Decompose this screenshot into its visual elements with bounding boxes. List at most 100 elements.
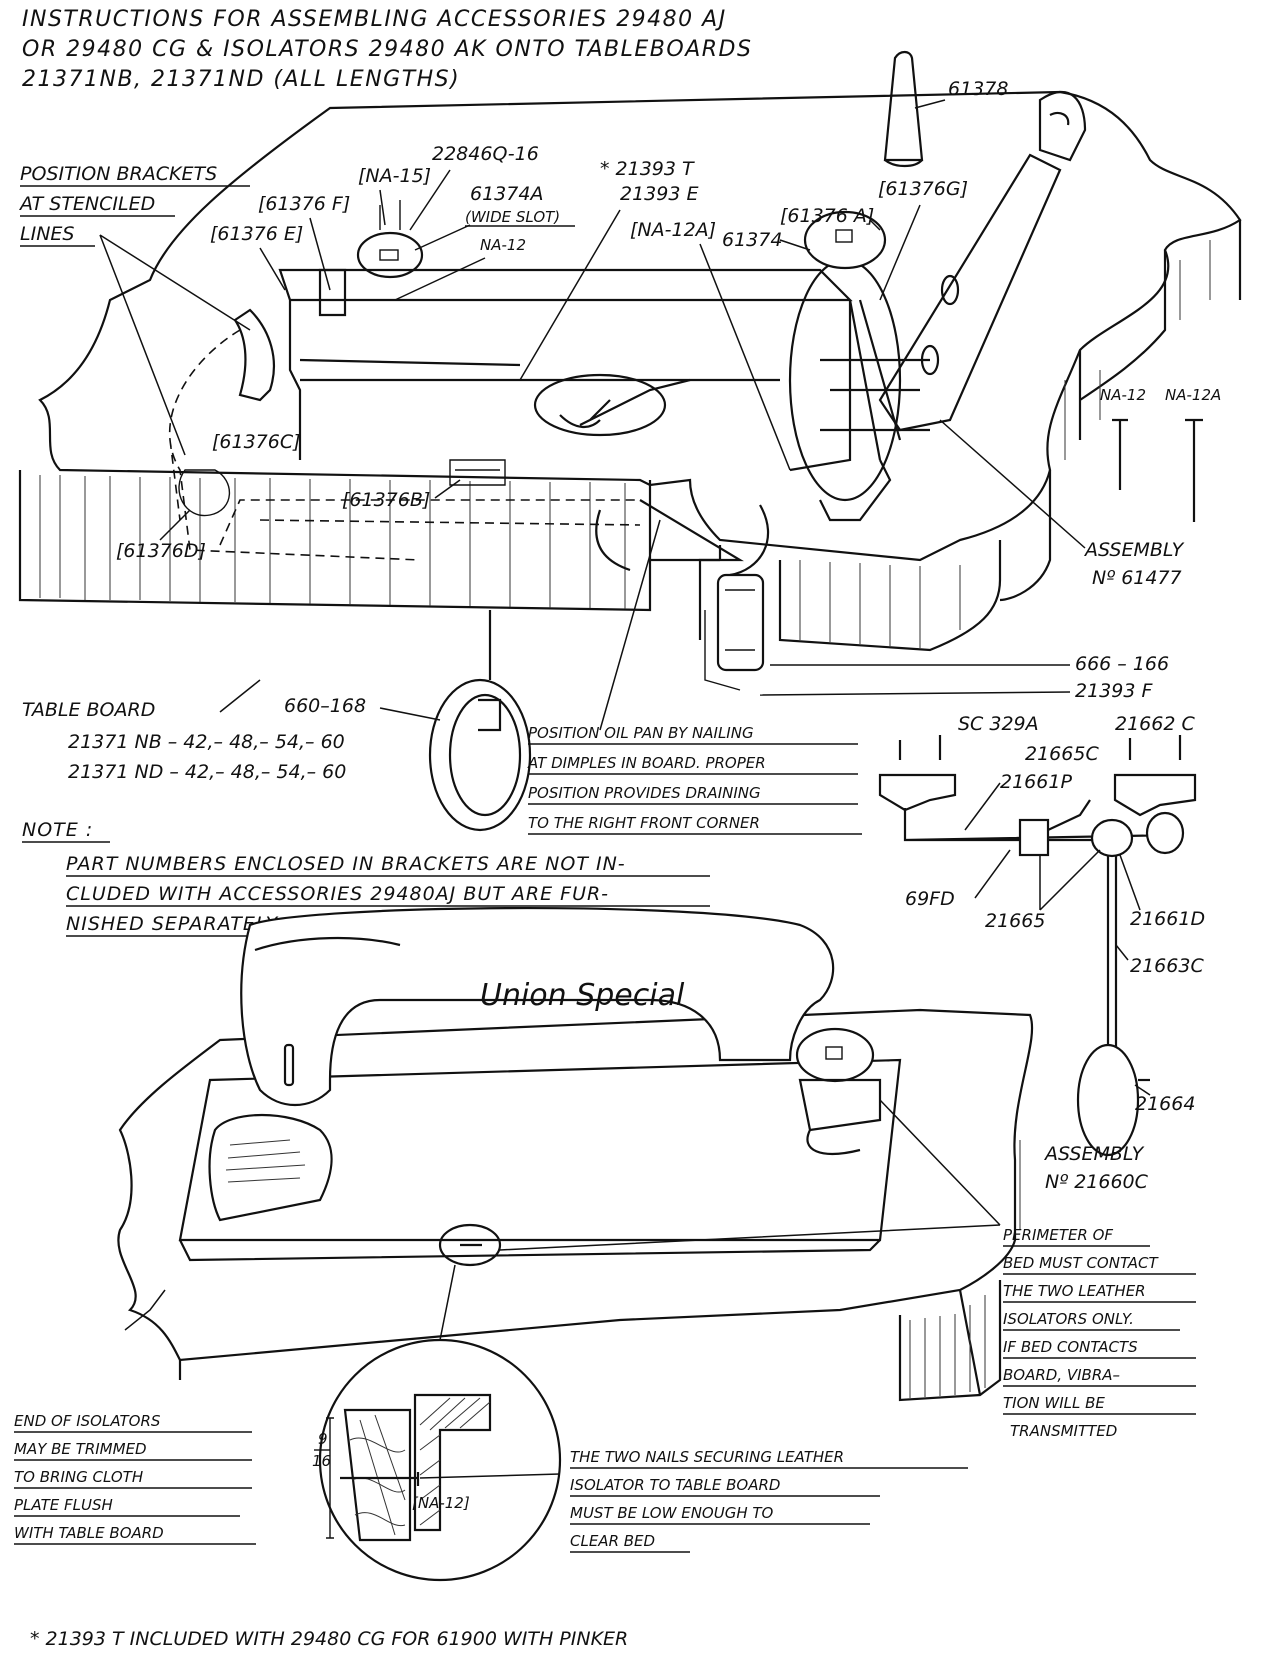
leader-660-168 — [379, 707, 441, 721]
position-brackets-line-2: AT STENCILED — [18, 193, 155, 215]
leader-61376a — [869, 219, 881, 231]
mechanism-screw-1 — [940, 274, 960, 306]
rod-21663c — [1106, 855, 1118, 1060]
knee-pad-outer — [428, 678, 532, 832]
oil-container-21393f — [716, 573, 765, 672]
leader-position-brackets — [99, 234, 251, 456]
leader-oil-pan — [599, 519, 661, 731]
leader-69fd — [974, 849, 1011, 899]
lower-mechanism-body — [798, 1078, 882, 1155]
perimeter-note-line-4: ISOLATORS ONLY. — [1003, 1310, 1134, 1328]
label-61376c: [61376C] — [212, 431, 301, 453]
label-21663c: 21663C — [1130, 955, 1204, 977]
end-note-line-3: TO BRING CLOTH — [14, 1468, 143, 1486]
mechanism-top-disc — [803, 210, 887, 270]
knee-pad-inner — [448, 693, 522, 817]
leader-21663c — [1115, 944, 1129, 961]
nails-note: THE TWO NAILS SECURING LEATHER ISOLATOR … — [570, 1448, 968, 1553]
label-61378: 61378 — [948, 78, 1008, 100]
label-21664: 21664 — [1135, 1093, 1195, 1115]
oil-pan-note-line-3: POSITION PROVIDES DRAINING — [528, 784, 761, 802]
detail-bed-hatch — [419, 1397, 491, 1526]
label-666-166: 666 – 166 — [1075, 653, 1169, 675]
nails-note-line-1: THE TWO NAILS SECURING LEATHER — [570, 1448, 844, 1466]
leader-21664 — [1134, 1084, 1151, 1096]
label-22846q-16: 22846Q-16 — [432, 143, 539, 165]
label-61374: 61374 — [722, 229, 782, 251]
leader-perimeter — [124, 1099, 1001, 1331]
nail-na-12-label: NA-12 — [1100, 386, 1146, 404]
collar-21665 — [1018, 818, 1050, 857]
disc-61374a — [356, 231, 424, 279]
machine-slot — [283, 1043, 295, 1087]
leader-61374 — [779, 239, 811, 251]
end-note-line-1: END OF ISOLATORS — [14, 1412, 161, 1430]
detail-dimension-line — [326, 1417, 334, 1539]
label-21665c: 21665C — [1025, 743, 1099, 765]
label-61376e: [61376 E] — [210, 223, 303, 245]
leader-61376b — [434, 479, 461, 499]
perimeter-note-line-5: IF BED CONTACTS — [1003, 1338, 1138, 1356]
table-board-line-1: TABLE BOARD — [22, 699, 155, 721]
oil-pan-cutaway — [595, 504, 770, 577]
upper-callouts: 61378 22846Q-16 * 21393 T 21393 E [NA-15… — [18, 78, 1185, 721]
bed-opening — [278, 268, 853, 472]
bracket-61376b — [449, 459, 506, 486]
position-brackets-line-1: POSITION BRACKETS — [20, 163, 217, 185]
label-21661p: 21661P — [1000, 771, 1072, 793]
lower-table-top — [117, 1008, 1034, 1362]
leader-61376f — [309, 217, 331, 291]
perimeter-note-line-8: TRANSMITTED — [1010, 1422, 1117, 1440]
note-heading: NOTE : — [22, 819, 93, 841]
label-na-12a-top: [NA-12A] — [630, 219, 716, 241]
lower-table-edge — [178, 1280, 1002, 1402]
cloth-plate-shading — [225, 1139, 306, 1183]
label-na-12-top: NA-12 — [480, 236, 526, 254]
cloth-plate — [208, 1113, 333, 1222]
assembly-61477-line-2: Nº 61477 — [1092, 567, 1182, 589]
detail-nail-na-12 — [340, 1472, 420, 1486]
end-note-line-2: MAY BE TRIMMED — [14, 1440, 147, 1458]
leader-21393f — [759, 691, 1071, 696]
label-61376b: [61376B] — [342, 489, 430, 511]
top-right-bracket — [1038, 90, 1087, 162]
position-brackets-line-3: LINES — [20, 223, 74, 245]
perimeter-note-line-6: BOARD, VIBRA– — [1003, 1366, 1120, 1384]
bracket-sc329a-left — [878, 773, 957, 812]
perimeter-note-line-2: BED MUST CONTACT — [1003, 1254, 1159, 1272]
bracket-61376f — [318, 268, 347, 317]
detail-wood-block — [343, 1408, 412, 1542]
nails-note-line-3: MUST BE LOW ENOUGH TO — [570, 1504, 774, 1522]
leader-61376d — [159, 509, 191, 541]
label-21393e: 21393 E — [620, 183, 699, 205]
label-660-168: 660–168 — [284, 695, 366, 717]
bed-recess-floor — [299, 358, 780, 382]
leader-21661d — [1119, 854, 1141, 911]
knee-lifter-assembly-21660c: SC 329A 21662 C 21665C 21661P 69FD 21665… — [878, 713, 1205, 1193]
thread-stand-61378 — [883, 50, 924, 168]
hub-21661d — [1090, 818, 1134, 858]
label-61374a: 61374A — [470, 183, 543, 205]
nails-note-line-4: CLEAR BED — [570, 1532, 655, 1550]
oil-pan-note-line-4: TO THE RIGHT FRONT CORNER — [528, 814, 760, 832]
oil-slot — [533, 373, 667, 437]
perimeter-note-line-3: THE TWO LEATHER — [1003, 1282, 1146, 1300]
bracket-61376d — [178, 469, 231, 517]
note-line-2: CLUDED WITH ACCESSORIES 29480AJ BUT ARE … — [66, 883, 609, 905]
leader-21665 — [1039, 849, 1101, 911]
end-of-isolators-note: END OF ISOLATORS MAY BE TRIMMED TO BRING… — [14, 1412, 256, 1545]
mechanism-screw-2 — [920, 344, 940, 376]
leader-table-board — [219, 679, 261, 713]
oil-pan-note-line-1: POSITION OIL PAN BY NAILING — [528, 724, 754, 742]
nail-na-15 — [379, 200, 401, 230]
screws-right-bracket — [1128, 735, 1182, 760]
isolator-detail: 9 16 [NA-12] — [312, 1338, 562, 1582]
mechanism-lower-bracket — [819, 459, 892, 522]
knee-pad-stem — [478, 610, 502, 732]
perimeter-note-line-1: PERIMETER OF — [1003, 1226, 1113, 1244]
leader-22846q-16 — [409, 169, 451, 231]
hub-right — [1145, 811, 1185, 855]
label-sc329a: SC 329A — [958, 713, 1039, 735]
footnote: * 21393 T INCLUDED WITH 29480 CG FOR 619… — [30, 1628, 628, 1650]
